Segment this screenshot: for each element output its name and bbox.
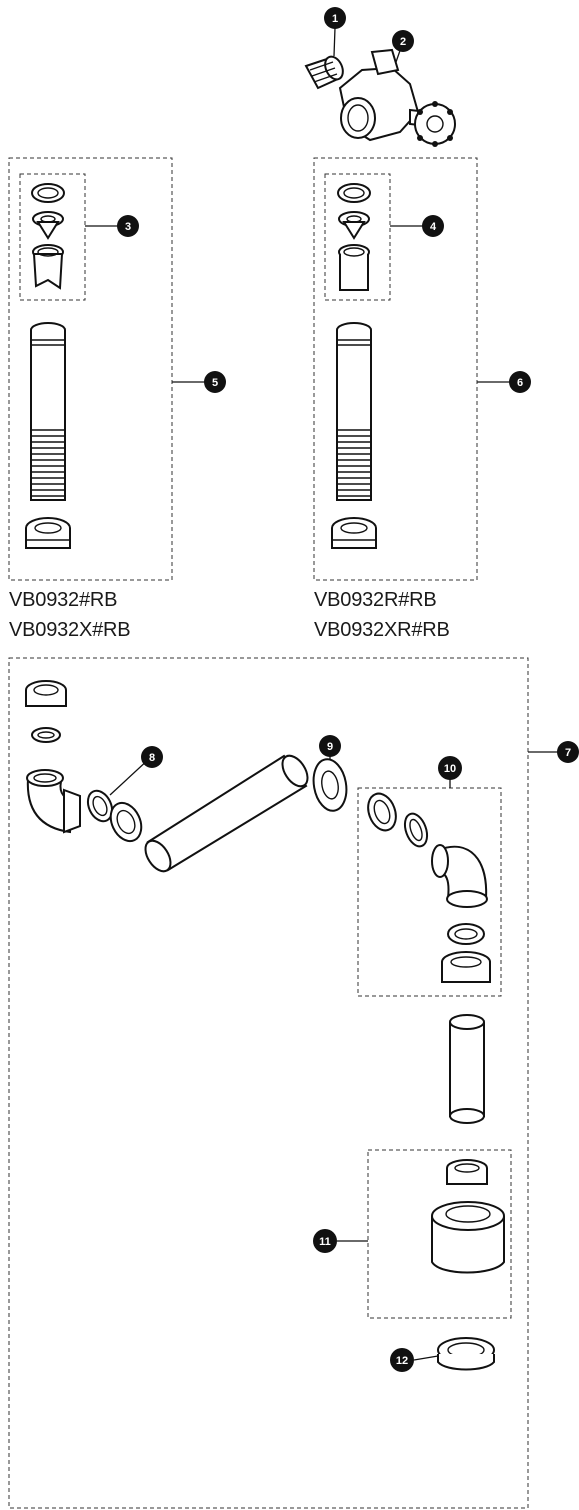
- flange-box-11: [367, 1149, 512, 1319]
- elbow-fitting: [26, 769, 81, 834]
- svg-text:7: 7: [565, 747, 571, 759]
- lower-washer: [447, 923, 485, 945]
- kit-box-5: [8, 157, 173, 581]
- callout-9: 9: [319, 735, 341, 757]
- gasket-ring-left: [31, 183, 65, 203]
- valve-handle-icon: [414, 101, 456, 147]
- escutcheon-part-9: [312, 758, 348, 812]
- callout-6: 6: [509, 371, 531, 393]
- svg-text:12: 12: [396, 1355, 408, 1367]
- angle-valve-part-2: [338, 48, 456, 147]
- ring-part-12: [437, 1337, 495, 1371]
- slip-nut-left: [25, 517, 71, 549]
- drain-body-left: [32, 244, 64, 290]
- svg-text:4: 4: [430, 221, 437, 233]
- top-slip-nut: [25, 680, 67, 707]
- nipple-part-1: [304, 55, 344, 90]
- gasket-ring-right: [337, 183, 371, 203]
- svg-text:2: 2: [400, 36, 406, 48]
- tailpiece-right: [336, 322, 372, 501]
- svg-text:10: 10: [444, 763, 456, 775]
- svg-text:1: 1: [332, 13, 338, 25]
- washer-part-8: [86, 789, 114, 823]
- svg-text:5: 5: [212, 377, 218, 389]
- lower-elbow: [431, 844, 488, 908]
- callout-11: 11: [313, 1229, 337, 1253]
- model-number-right-2: VB0932XR#RB: [314, 619, 450, 641]
- model-number-left-1: VB0932#RB: [9, 589, 118, 611]
- elbow-box-10: [357, 787, 502, 997]
- svg-text:11: 11: [319, 1236, 331, 1248]
- svg-text:6: 6: [517, 377, 523, 389]
- tailpiece-left: [30, 322, 66, 501]
- strainer-left: [32, 211, 64, 240]
- slip-nut-right: [331, 517, 377, 549]
- flange-slip-nut: [446, 1159, 488, 1185]
- tailpipe: [449, 1014, 485, 1124]
- trap-slip-nut: [109, 801, 143, 843]
- elbow-washer: [403, 812, 429, 848]
- trap-arm-tube: [144, 754, 309, 873]
- callout-5: 5: [204, 371, 226, 393]
- svg-text:9: 9: [327, 741, 333, 753]
- elbow-slip-nut: [367, 792, 397, 832]
- strainer-right: [338, 211, 370, 240]
- lower-slip-nut: [441, 951, 491, 983]
- svg-text:3: 3: [125, 221, 131, 233]
- drain-top-box-3: [19, 173, 86, 301]
- callout-12: 12: [390, 1348, 414, 1372]
- callout-8: 8: [141, 746, 163, 768]
- kit-box-7: [8, 657, 529, 1509]
- callout-3: 3: [117, 215, 139, 237]
- top-washer: [31, 727, 61, 743]
- drain-top-box-4: [324, 173, 391, 301]
- callout-2: 2: [392, 30, 414, 52]
- model-number-right-1: VB0932R#RB: [314, 589, 437, 611]
- svg-text:8: 8: [149, 752, 155, 764]
- callout-4: 4: [422, 215, 444, 237]
- flange-base: [431, 1201, 505, 1274]
- callout-1: 1: [324, 7, 346, 29]
- drain-body-right: [338, 244, 370, 291]
- kit-box-6: [313, 157, 478, 581]
- callout-10: 10: [438, 756, 462, 780]
- model-number-left-2: VB0932X#RB: [9, 619, 131, 641]
- callout-7: 7: [557, 741, 579, 763]
